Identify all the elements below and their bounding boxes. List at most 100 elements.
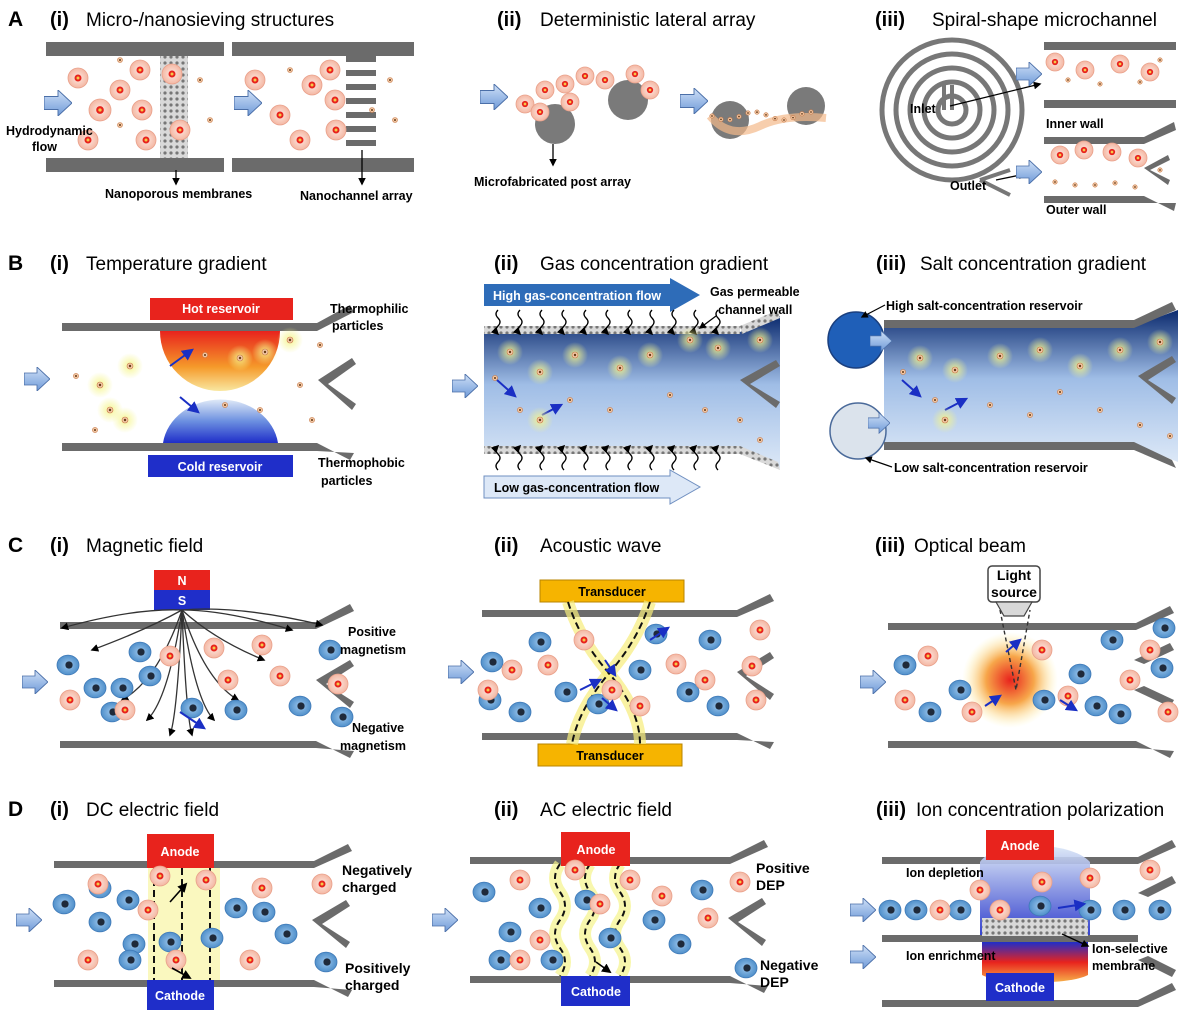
salt-channel xyxy=(884,310,1178,462)
cold-zone xyxy=(163,399,278,443)
particle xyxy=(1156,338,1164,346)
cell xyxy=(472,881,496,903)
post xyxy=(608,80,648,120)
label-charged: charged xyxy=(342,879,396,895)
cell xyxy=(477,679,499,701)
cell xyxy=(894,689,916,711)
label-anode: Anode xyxy=(161,845,200,859)
cell xyxy=(629,695,651,717)
cell xyxy=(619,869,641,891)
cell xyxy=(122,933,146,955)
cell xyxy=(52,893,76,915)
cell xyxy=(1139,859,1161,881)
cell xyxy=(252,901,276,923)
particle xyxy=(536,368,544,376)
cathode xyxy=(147,980,214,1010)
gas-channel xyxy=(484,316,780,468)
label-hot-reservoir: Hot reservoir xyxy=(182,302,260,316)
cell xyxy=(917,645,939,667)
cell xyxy=(251,634,273,656)
label-positive: Positive xyxy=(348,625,396,639)
label-inner-wall: Inner wall xyxy=(1046,117,1104,131)
cell xyxy=(989,899,1011,921)
particle xyxy=(799,111,805,117)
transducer-top xyxy=(539,579,685,603)
particle xyxy=(506,348,514,356)
cell xyxy=(239,949,261,971)
particle xyxy=(727,117,733,123)
cell xyxy=(289,129,311,151)
cell xyxy=(88,98,112,122)
cell xyxy=(564,859,586,881)
particle xyxy=(900,369,906,375)
cell xyxy=(314,951,338,973)
panel-number: (i) xyxy=(50,799,69,821)
channel-wall xyxy=(46,42,224,56)
label-low-gas-flow: Low gas-concentration flow xyxy=(494,481,660,495)
cell xyxy=(59,689,81,711)
particle xyxy=(714,344,722,352)
particle xyxy=(646,351,654,359)
panel-title: Temperature gradient xyxy=(86,254,267,275)
particle xyxy=(941,416,949,424)
particle xyxy=(92,427,98,433)
particle xyxy=(1072,182,1078,188)
cell xyxy=(640,80,660,100)
cell xyxy=(327,673,349,695)
flow-arrow-icon xyxy=(480,84,508,110)
label-anode: Anode xyxy=(577,843,616,857)
row-a: A (i) Micro-/nanosieving structures Hydr… xyxy=(6,8,1176,217)
low-salt-reservoir xyxy=(829,402,887,460)
label-high-salt: High salt-concentration reservoir xyxy=(886,299,1083,313)
particle xyxy=(781,117,787,123)
cell xyxy=(560,92,580,112)
cell xyxy=(528,897,552,919)
particle xyxy=(317,342,323,348)
magnetic-field-lines xyxy=(60,608,324,737)
cell xyxy=(595,70,615,90)
particle xyxy=(207,117,213,123)
cell xyxy=(138,665,162,687)
cell xyxy=(269,665,291,687)
particle xyxy=(73,373,79,379)
label-positively: Positively xyxy=(345,960,411,976)
label-thermophilic: Thermophilic xyxy=(330,302,409,316)
label-nanoporous-membranes: Nanoporous membranes xyxy=(105,187,252,201)
particle xyxy=(1027,412,1033,418)
particle xyxy=(126,362,134,370)
cell xyxy=(135,129,157,151)
label-post-array: Microfabricated post array xyxy=(474,175,631,189)
label-light: Light xyxy=(997,567,1032,583)
cell xyxy=(575,66,595,86)
cell xyxy=(1102,142,1122,162)
panel-d-i: (i) DC electric field Anode Cathode Nega… xyxy=(16,799,412,1010)
panel-title: Micro-/nanosieving structures xyxy=(86,10,334,31)
cell xyxy=(1031,639,1053,661)
cell xyxy=(644,623,668,645)
particle xyxy=(932,397,938,403)
particle xyxy=(392,117,398,123)
cell xyxy=(555,74,575,94)
particle xyxy=(236,354,244,362)
particle xyxy=(286,336,294,344)
cell xyxy=(1150,657,1174,679)
nanochannel-array xyxy=(346,56,376,146)
cell xyxy=(651,885,673,907)
cell xyxy=(625,64,645,84)
cell xyxy=(535,80,555,100)
particle xyxy=(772,116,778,122)
panel-d-ii: (ii) AC electric field Anode Cathode P xyxy=(432,799,819,1006)
particle xyxy=(1157,167,1163,173)
cell xyxy=(224,897,248,919)
magnet-south xyxy=(154,590,210,610)
cell xyxy=(114,699,136,721)
cell xyxy=(929,899,951,921)
cell xyxy=(1031,871,1053,893)
particle xyxy=(517,407,523,413)
label-particles: particles xyxy=(332,319,383,333)
panel-title: Magnetic field xyxy=(86,536,203,557)
particle xyxy=(702,407,708,413)
panel-b-i: (i) Temperature gradient Hot reservoir C… xyxy=(24,253,409,488)
cell xyxy=(200,927,224,949)
